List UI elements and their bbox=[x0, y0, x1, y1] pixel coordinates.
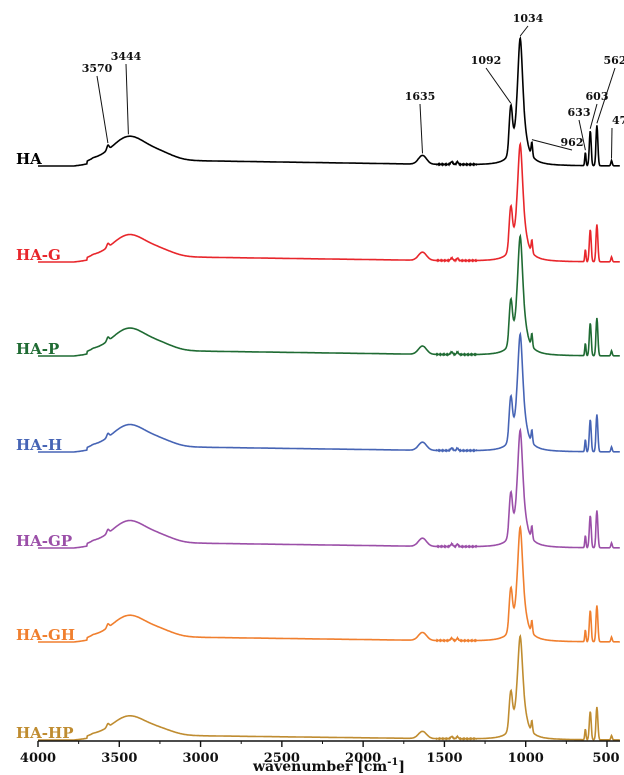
series-line-ha-p bbox=[38, 233, 620, 357]
x-tick-label-1500: 1500 bbox=[426, 751, 462, 766]
peak-leader-1635 bbox=[419, 103, 423, 154]
x-tick-label-3000: 3000 bbox=[182, 751, 218, 766]
series-line-ha-h bbox=[38, 331, 620, 453]
x-tick-label-4000: 4000 bbox=[20, 751, 56, 766]
x-tick-label-500: 500 bbox=[592, 751, 619, 766]
peak-label-633: 633 bbox=[568, 106, 591, 119]
peak-label-562: 562 bbox=[604, 54, 624, 67]
series-labels-layer: HA HA-G HA-P HA-H HA-GP HA-GH HA-HP bbox=[16, 150, 75, 742]
spectra-layer bbox=[38, 35, 620, 741]
series-line-ha bbox=[38, 35, 620, 167]
series-line-ha-g bbox=[38, 141, 620, 263]
series-label-ha-h: HA-H bbox=[16, 436, 62, 454]
series-label-ha-gh: HA-GH bbox=[16, 626, 75, 644]
peak-label-1092: 1092 bbox=[471, 54, 502, 67]
peak-label-47: 47 bbox=[612, 114, 624, 127]
x-axis-label: wavenumber [cm-1] bbox=[252, 757, 405, 775]
peak-leader-603 bbox=[589, 103, 598, 129]
x-tick-label-3500: 3500 bbox=[101, 751, 137, 766]
peak-label-3444: 3444 bbox=[111, 50, 142, 63]
peak-label-1635: 1635 bbox=[405, 90, 436, 103]
x-axis: 4000 3500 3000 2500 2000 1500 1000 500 wavenumb… bbox=[20, 740, 620, 775]
peak-leader-3444 bbox=[125, 63, 129, 135]
peak-label-1034: 1034 bbox=[513, 12, 544, 25]
series-label-ha-g: HA-G bbox=[16, 246, 61, 264]
series-label-ha-hp: HA-HP bbox=[16, 724, 74, 742]
series-line-ha-gp bbox=[38, 427, 620, 549]
peak-leader-962 bbox=[531, 139, 573, 151]
peak-leader-1092 bbox=[485, 67, 512, 104]
series-line-ha-hp bbox=[38, 634, 620, 741]
peak-leader-3570 bbox=[96, 75, 109, 144]
peak-leader-47 bbox=[611, 127, 613, 159]
series-line-ha-gh bbox=[38, 524, 620, 643]
peak-leader-633 bbox=[578, 119, 586, 151]
x-tick-label-1000: 1000 bbox=[508, 751, 544, 766]
x-tick-label-2500: 2500 bbox=[264, 751, 300, 766]
series-label-ha-p: HA-P bbox=[16, 340, 59, 358]
series-label-ha: HA bbox=[16, 150, 42, 168]
peak-leader-562 bbox=[596, 67, 616, 124]
x-tick-label-2000: 2000 bbox=[345, 751, 381, 766]
peak-label-603: 603 bbox=[586, 90, 609, 103]
x-ticks: 4000 3500 3000 2500 2000 1500 1000 500 bbox=[20, 741, 620, 766]
peak-label-962: 962 bbox=[561, 136, 584, 149]
peak-label-3570: 3570 bbox=[82, 62, 113, 75]
series-label-ha-gp: HA-GP bbox=[16, 532, 72, 550]
peak-leader-1034 bbox=[519, 25, 529, 37]
